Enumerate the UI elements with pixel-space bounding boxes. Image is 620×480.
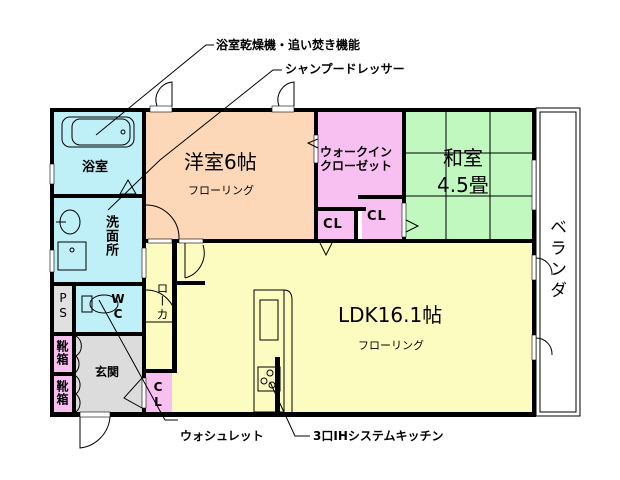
closet-a-area xyxy=(318,211,354,239)
walk-in-closet-label-1: ウォークイン xyxy=(320,145,393,159)
closet-b-label: CL xyxy=(367,209,387,224)
callout-washlet: ウォシュレット xyxy=(180,429,264,443)
callout-bath-features: 浴室乾燥機・追い焚き機能 xyxy=(216,38,361,52)
shoe-box-1-label: 靴箱 xyxy=(55,340,69,366)
ldk-flooring: フローリング xyxy=(358,339,424,352)
toilet-label: WC xyxy=(111,292,125,322)
japanese-room-label: 和室 xyxy=(443,146,483,170)
washroom-label: 洗面所 xyxy=(103,215,118,257)
western-room-flooring: フローリング xyxy=(188,184,254,197)
western-room-area xyxy=(146,112,314,239)
balcony xyxy=(535,107,581,417)
shoe-box-2-label: 靴箱 xyxy=(55,380,69,406)
bathroom-label: 浴室 xyxy=(82,160,109,175)
corridor-label: ローカ xyxy=(155,282,169,321)
balcony-label: ベランダ xyxy=(546,218,566,302)
entrance-area xyxy=(76,336,142,412)
japanese-room-size: 4.5畳 xyxy=(437,173,489,197)
washroom-area xyxy=(54,198,142,282)
western-room-label: 洋室6帖 xyxy=(184,150,257,174)
closet-b-area xyxy=(362,199,402,239)
japanese-room-area xyxy=(406,112,532,239)
closet-a-label: CL xyxy=(323,217,343,232)
shoe-box-2-area xyxy=(54,376,72,412)
ldk-label: LDK16.1帖 xyxy=(338,303,443,327)
callout-kitchen: 3口IHシステムキッチン xyxy=(313,429,444,443)
pipe-space-label: PS xyxy=(56,291,70,321)
walk-in-closet-area xyxy=(318,112,402,207)
tatami-grid xyxy=(406,112,532,239)
shoe-box-1-area xyxy=(54,336,72,372)
pipe-space-area xyxy=(54,286,72,332)
toilet-area xyxy=(76,286,142,332)
ldk-area xyxy=(146,243,532,412)
closet-c-label: CL xyxy=(151,380,165,410)
callout-shampoo-dresser: シャンプードレッサー xyxy=(285,62,405,76)
walk-in-closet-label-2: クローゼット xyxy=(320,159,393,173)
entrance-label: 玄関 xyxy=(95,365,120,379)
